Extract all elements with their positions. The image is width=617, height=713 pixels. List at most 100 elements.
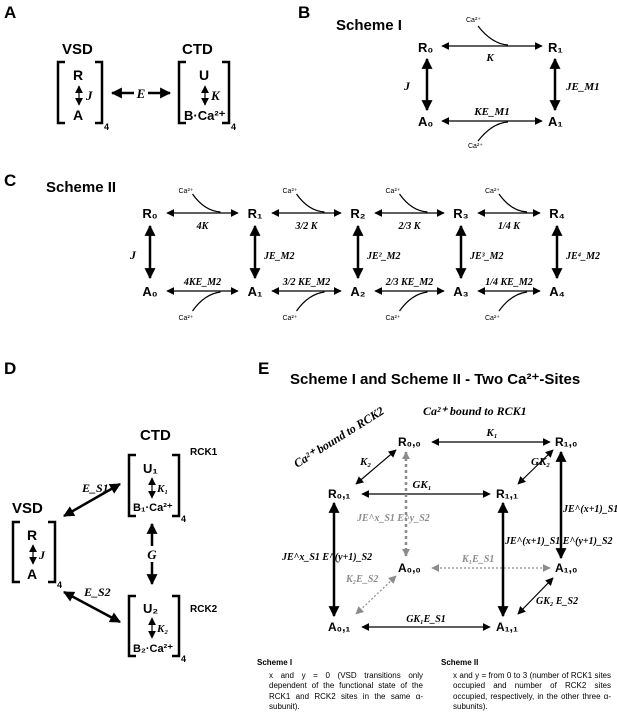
e-state-r00: R₀,₀ [398, 435, 421, 449]
e-state-a10: A₁,₀ [555, 561, 577, 575]
scheme1-label-jem1: JE_M1 [565, 81, 600, 93]
scheme2-ca-curve-top-0 [192, 193, 221, 213]
d-rck2-label: RCK2 [190, 604, 218, 615]
scheme2-state-a1: A₁ [248, 284, 263, 299]
e-label-k2es2: K₂E_S2 [345, 574, 378, 585]
scheme2-ca-curve-top-3 [498, 193, 528, 213]
scheme1-ca-bottom: Ca²⁺ [468, 143, 483, 150]
scheme1-label-k: K [485, 52, 494, 64]
scheme2-label-bottom-1: 3/2 KE_M2 [282, 277, 331, 288]
d-rck1-subscript: 4 [181, 514, 186, 524]
e-label-v-front-right: JE^(x+1)_S1 E^(y+1)_S2 [504, 536, 613, 547]
d-rck2-bracket-left [127, 594, 136, 658]
scheme2-state-a2: A₂ [350, 284, 365, 299]
d-state-u2: U₂ [143, 601, 158, 616]
d-state-b1: B₁·Ca²⁺ [133, 502, 173, 514]
scheme2-ca-curve-bottom-1 [296, 291, 325, 312]
d-rck1-label: RCK1 [190, 447, 218, 458]
scheme2-ca-bottom-3: Ca²⁺ [485, 315, 500, 322]
scheme2-label-bottom-0: 4KE_M2 [183, 277, 221, 288]
notes-scheme1-title: Scheme I [257, 658, 293, 667]
scheme2-state-r0: R₀ [142, 206, 157, 221]
d-vsd-bracket-right [48, 520, 57, 584]
e-rck2-label: Ca²⁺ bound to RCK2 [291, 404, 386, 471]
ctd-state-u: U [199, 67, 209, 83]
ctd-title: CTD [182, 41, 213, 58]
panel-b: B Scheme I R₀ R₁ A₀ A₁ Ca²⁺ K Ca²⁺ KE_M1… [298, 3, 600, 150]
scheme2-label-bottom-3: 1/4 KE_M2 [485, 277, 533, 288]
panel-label-b: B [298, 3, 310, 22]
e-label-gk2: GK₂ [531, 456, 550, 468]
scheme2-state-a3: A₃ [453, 284, 468, 299]
d-g-label-bg [144, 546, 160, 562]
e-arrow-a00-a01 [355, 575, 397, 615]
scheme1-label-kem1: KE_M1 [473, 106, 509, 118]
scheme2-ca-curve-bottom-2 [399, 291, 428, 312]
scheme2-state-r2: R₂ [350, 206, 365, 221]
d-ctd-title: CTD [140, 427, 171, 444]
scheme2-label-vertical-0: J [129, 248, 137, 262]
d-vsd-subscript: 4 [57, 580, 62, 590]
ctd-constant-k: K [210, 88, 221, 103]
scheme2-ca-top-3: Ca²⁺ [485, 188, 500, 195]
panel-label-d: D [4, 359, 16, 378]
scheme2-label-vertical-4: JE⁴_M2 [565, 251, 600, 262]
e-state-r10: R₁,₀ [555, 435, 577, 449]
vsd-bracket-left [56, 60, 65, 125]
panel-d: D CTD RCK1 U₁ B₁·Ca²⁺ K₁ 4 G RCK2 U₂ B₂·… [4, 359, 218, 664]
scheme2-title: Scheme II [46, 179, 116, 196]
scheme1-state-r0: R₀ [418, 40, 433, 55]
scheme2-ca-top-0: Ca²⁺ [179, 188, 194, 195]
scheme2-ca-curve-bottom-0 [192, 291, 221, 312]
scheme2-ca-curve-top-2 [399, 193, 428, 213]
scheme1-title: Scheme I [336, 17, 402, 34]
notes-scheme1: Scheme I x and y = 0 (VSD transitions on… [257, 658, 423, 713]
notes-scheme2-text: x and y = from 0 to 3 (number of RCK1 si… [453, 670, 611, 712]
d-rck1-bracket-right [172, 453, 181, 518]
e-rck1-label: Ca²⁺ bound to RCK1 [423, 404, 527, 418]
vsd-subscript: 4 [104, 122, 109, 132]
vsd-constant-j: J [85, 88, 93, 103]
e-label-k1es1: K₁E_S1 [461, 554, 494, 565]
d-es1-arrow [63, 482, 121, 518]
e-label-gk1: GK₁ [412, 479, 431, 491]
vsd-bracket-right [95, 60, 104, 125]
e-label-v-front-left: JE^x_S1 E^(y+1)_S2 [281, 552, 372, 563]
d-rck2-subscript: 4 [181, 654, 186, 664]
d-vsd-state-a: A [27, 566, 37, 582]
ctd-bracket-left [177, 60, 186, 125]
scheme2-state-a4: A₄ [549, 284, 565, 299]
d-label-k1: K₁ [156, 483, 168, 495]
scheme2-ca-top-1: Ca²⁺ [283, 188, 298, 195]
panel-label-e: E [258, 359, 269, 378]
d-vsd-title: VSD [12, 500, 43, 517]
scheme1-state-r1: R₁ [548, 40, 563, 55]
scheme2-ca-curve-top-1 [296, 193, 325, 213]
vsd-state-a: A [73, 107, 83, 123]
scheme1-ca-curve-top [477, 25, 509, 46]
e-state-a01: A₀,₁ [328, 620, 350, 634]
notes-scheme1-text: x and y = 0 (VSD transitions only depend… [269, 670, 423, 712]
ctd-subscript: 4 [231, 122, 236, 132]
coupling-label-e: E [136, 86, 146, 101]
scheme2-ca-bottom-2: Ca²⁺ [386, 315, 401, 322]
vsd-state-r: R [73, 67, 83, 83]
e-label-k2: K₂ [359, 456, 371, 468]
e-arrow-r00-r01 [355, 449, 397, 485]
e-state-r01: R₀,₁ [328, 487, 350, 501]
vsd-title: VSD [62, 41, 93, 58]
scheme2-label-top-3: 1/4 K [498, 221, 521, 232]
panel-c: C Scheme II R₀A₀JR₁A₁JE_M2R₂A₂JE²_M2R₃A₃… [4, 171, 600, 322]
panel-e: E Scheme I and Scheme II - Two Ca²⁺-Site… [258, 359, 617, 634]
scheme2-ca-top-2: Ca²⁺ [386, 188, 401, 195]
scheme2-ca-bottom-1: Ca²⁺ [283, 315, 298, 322]
notes-scheme2: Scheme II x and y = from 0 to 3 (number … [441, 658, 611, 713]
notes-scheme2-title: Scheme II [441, 658, 479, 667]
d-es2-arrow [63, 590, 121, 624]
e-state-a00: A₀,₀ [398, 561, 421, 575]
scheme1-ca-top: Ca²⁺ [466, 17, 481, 24]
scheme1-label-j: J [403, 79, 411, 93]
e-arrow-r10-r11 [517, 449, 554, 485]
d-state-u1: U₁ [143, 461, 158, 476]
